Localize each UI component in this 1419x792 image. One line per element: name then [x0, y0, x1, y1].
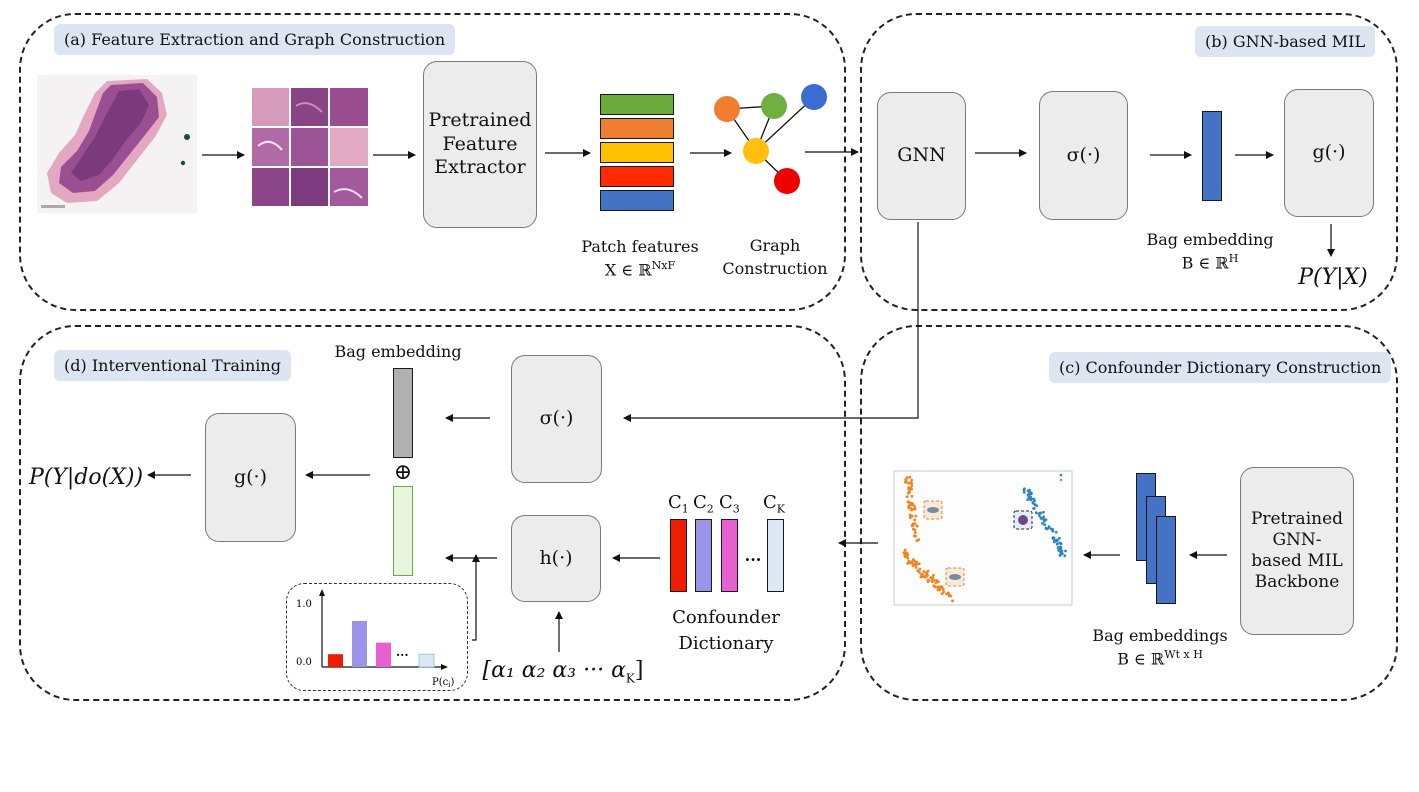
- sigma-block-b: σ(·): [1039, 91, 1128, 220]
- g-block-b: g(·): [1284, 89, 1374, 217]
- panel-b-title: (b) GNN-based MIL: [1195, 26, 1376, 57]
- probability-bar-chart: 1.0 0.0 ··· P(ci): [296, 589, 454, 689]
- wsi-slide-image: [37, 75, 197, 213]
- prob-chart-y-bottom: 0.0: [296, 657, 312, 668]
- confounder-ck: [767, 519, 784, 592]
- patch-grid-image: [252, 88, 368, 206]
- graph-node-red: [774, 168, 800, 194]
- panel-b: [860, 13, 1398, 311]
- graph-node-green: [761, 93, 787, 119]
- h-block: h(·): [511, 515, 601, 602]
- patch-feature-green: [600, 94, 674, 115]
- patch-features-label: Patch features X ∈ ℝNxF: [581, 237, 699, 280]
- patch-feature-red: [600, 166, 674, 187]
- bag-embeddings-label-c: Bag embeddings B ∈ ℝWt x H: [1092, 626, 1228, 669]
- prob-bar-3: [376, 642, 391, 667]
- panel-c: [860, 325, 1398, 701]
- patch-feature-orange: [600, 118, 674, 139]
- probability-chart-inset: [286, 583, 468, 691]
- tsne-scatter-plot: [888, 467, 1076, 615]
- bag-embedding-bar-gray: [393, 368, 413, 458]
- prob-chart-dots: ···: [396, 648, 409, 662]
- prob-bar-1: [328, 654, 343, 667]
- bag-embedding-label-d: Bag embedding: [334, 342, 462, 361]
- g-block-d: g(·): [205, 413, 296, 542]
- confounder-c1: [670, 519, 687, 592]
- bag-embedding-label-b: Bag embedding B ∈ ℝH: [1146, 230, 1274, 273]
- graph-construction-diagram: [714, 84, 827, 194]
- bag-embedding-bar-b: [1202, 111, 1222, 201]
- patch-feature-yellow: [600, 142, 674, 163]
- gnn-block: GNN: [877, 92, 966, 220]
- output-p-y-do-x: P(Y|do(X)): [28, 465, 144, 490]
- bag-embeddings-bar-3: [1156, 516, 1176, 604]
- patch-feature-blue: [600, 190, 674, 211]
- output-p-y-x: P(Y|X): [1298, 265, 1368, 290]
- confounder-c2-label: C2: [693, 492, 714, 516]
- panel-c-title: (c) Confounder Dictionary Construction: [1049, 352, 1392, 383]
- alpha-vector: [α₁ α₂ α₃ ··· αK]: [482, 658, 644, 686]
- prob-bar-2: [352, 620, 367, 667]
- prob-bar-4: [418, 653, 435, 668]
- bag-embedding-bar-green: [393, 486, 413, 576]
- confounder-c3-label: C3: [719, 492, 740, 516]
- prob-chart-x-label: P(ci): [432, 677, 454, 689]
- panel-a: [19, 13, 846, 311]
- panel-d: [19, 325, 846, 701]
- confounder-c1-label: C1: [668, 492, 689, 516]
- confounder-c2: [695, 519, 712, 592]
- graph-node-yellow: [743, 138, 769, 164]
- graph-node-orange: [714, 96, 740, 122]
- panel-a-title: (a) Feature Extraction and Graph Constru…: [54, 24, 456, 55]
- prob-chart-y-top: 1.0: [296, 599, 312, 610]
- concat-oplus-symbol: ⊕: [393, 460, 413, 485]
- graph-node-blue: [801, 84, 827, 110]
- confounder-ck-label: CK: [763, 492, 785, 516]
- sigma-block-d: σ(·): [511, 355, 602, 483]
- confounder-dots: ···: [744, 550, 762, 569]
- confounder-c3: [721, 519, 738, 592]
- panel-d-title: (d) Interventional Training: [54, 350, 291, 381]
